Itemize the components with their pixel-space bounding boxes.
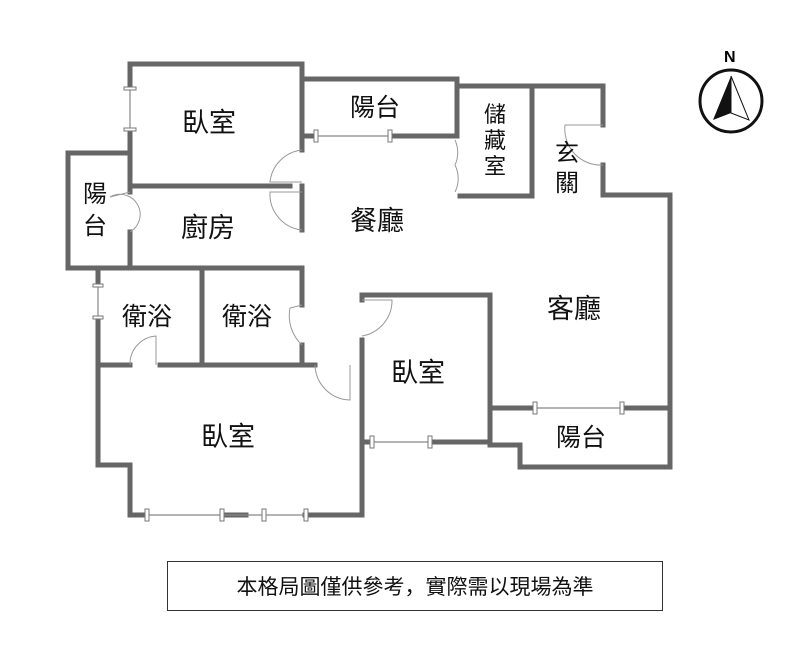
room-storage: 儲藏室 [483,103,506,180]
disclaimer-notice: 本格局圖僅供參考，實際需以現場為準 [167,561,663,611]
compass [698,68,764,134]
room-bedroom-top: 臥室 [182,108,236,139]
doors [109,124,604,401]
room-bedroom-middle: 臥室 [391,358,445,389]
room-balcony-right: 陽台 [556,423,607,452]
room-dining: 餐廳 [350,206,404,237]
room-kitchen: 廚房 [181,213,235,244]
room-bedroom-bottom: 臥室 [201,422,255,453]
room-living: 客廳 [547,294,601,325]
room-balcony-left: 陽台 [83,180,107,240]
room-bath-right: 衛浴 [222,302,273,331]
compass-north-label: N [724,49,736,66]
windows [92,86,625,522]
room-balcony-top: 陽台 [350,93,401,122]
room-bath-left: 衛浴 [122,302,173,331]
room-entrance: 玄關 [555,139,579,197]
